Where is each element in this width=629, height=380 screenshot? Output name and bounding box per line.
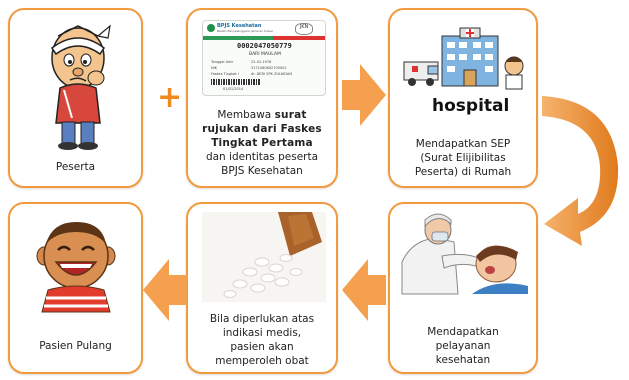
step-card-peserta: Peserta <box>8 8 143 188</box>
surat-rujukan-text: Membawa surat rujukan dari Faskes Tingka… <box>202 109 322 177</box>
bpjs-subtitle: Badan Penyelenggara Jaminan Sosial <box>217 29 273 33</box>
card-date: 01/01/2014 <box>223 87 244 91</box>
card-number: 0002047050779 <box>237 42 292 50</box>
peserta-label: Peserta <box>55 161 96 173</box>
pelayanan-text: Mendapatkan pelayanan kesehatan <box>427 326 499 366</box>
nik-label: NIK <box>211 66 217 70</box>
step-card-surat-rujukan: BPJS Kesehatan Badan Penyelenggara Jamin… <box>186 8 338 188</box>
dob-value: 22-02-1978 <box>251 60 272 64</box>
faskes-value: dr. DEDI SPK ZULKIDAN <box>251 72 292 76</box>
curved-arrow <box>542 96 619 246</box>
sep-text: Mendapatkan SEP (Surat Elijibilitas Pese… <box>414 138 512 178</box>
hospital-illustration <box>403 27 524 90</box>
plus-sign: + <box>157 80 183 115</box>
bpjs-card-image: BPJS Kesehatan Badan Penyelenggara Jamin… <box>202 20 326 96</box>
arrow-right-1 <box>342 64 386 126</box>
card-name: BARI MAULAM <box>249 52 281 57</box>
nik-value: 3171060602700002 <box>251 66 287 70</box>
hospital-label: hospital <box>432 96 510 116</box>
arrow-left-1 <box>342 259 386 321</box>
jkn-logo-icon: JKN <box>295 23 313 35</box>
arrow-left-2 <box>143 259 187 321</box>
barcode <box>211 79 261 85</box>
bpjs-logo-icon <box>207 24 215 32</box>
faskes-label: Faskes Tingkat I <box>211 72 239 76</box>
sick-man-illustration <box>50 24 111 150</box>
dob-label: Tanggal lahir <box>211 60 234 64</box>
obat-text: Bila diperlukan atas indikasi medis, pas… <box>209 313 315 367</box>
bpjs-brand: BPJS Kesehatan <box>217 23 262 29</box>
step-card-obat: Bila diperlukan atas indikasi medis, pas… <box>186 202 338 374</box>
step-card-pasien-pulang: Pasien Pulang <box>8 202 143 374</box>
happy-boy-illustration <box>36 222 116 313</box>
doctor-examining-child-illustration <box>401 213 528 295</box>
pasien-pulang-label: Pasien Pulang <box>39 340 112 352</box>
step-card-pelayanan: Mendapatkan pelayanan kesehatan <box>388 202 538 374</box>
step-card-sep: hospital Mendapatkan SEP (Surat Elijibil… <box>388 8 538 188</box>
medicine-pills-illustration <box>202 212 326 302</box>
